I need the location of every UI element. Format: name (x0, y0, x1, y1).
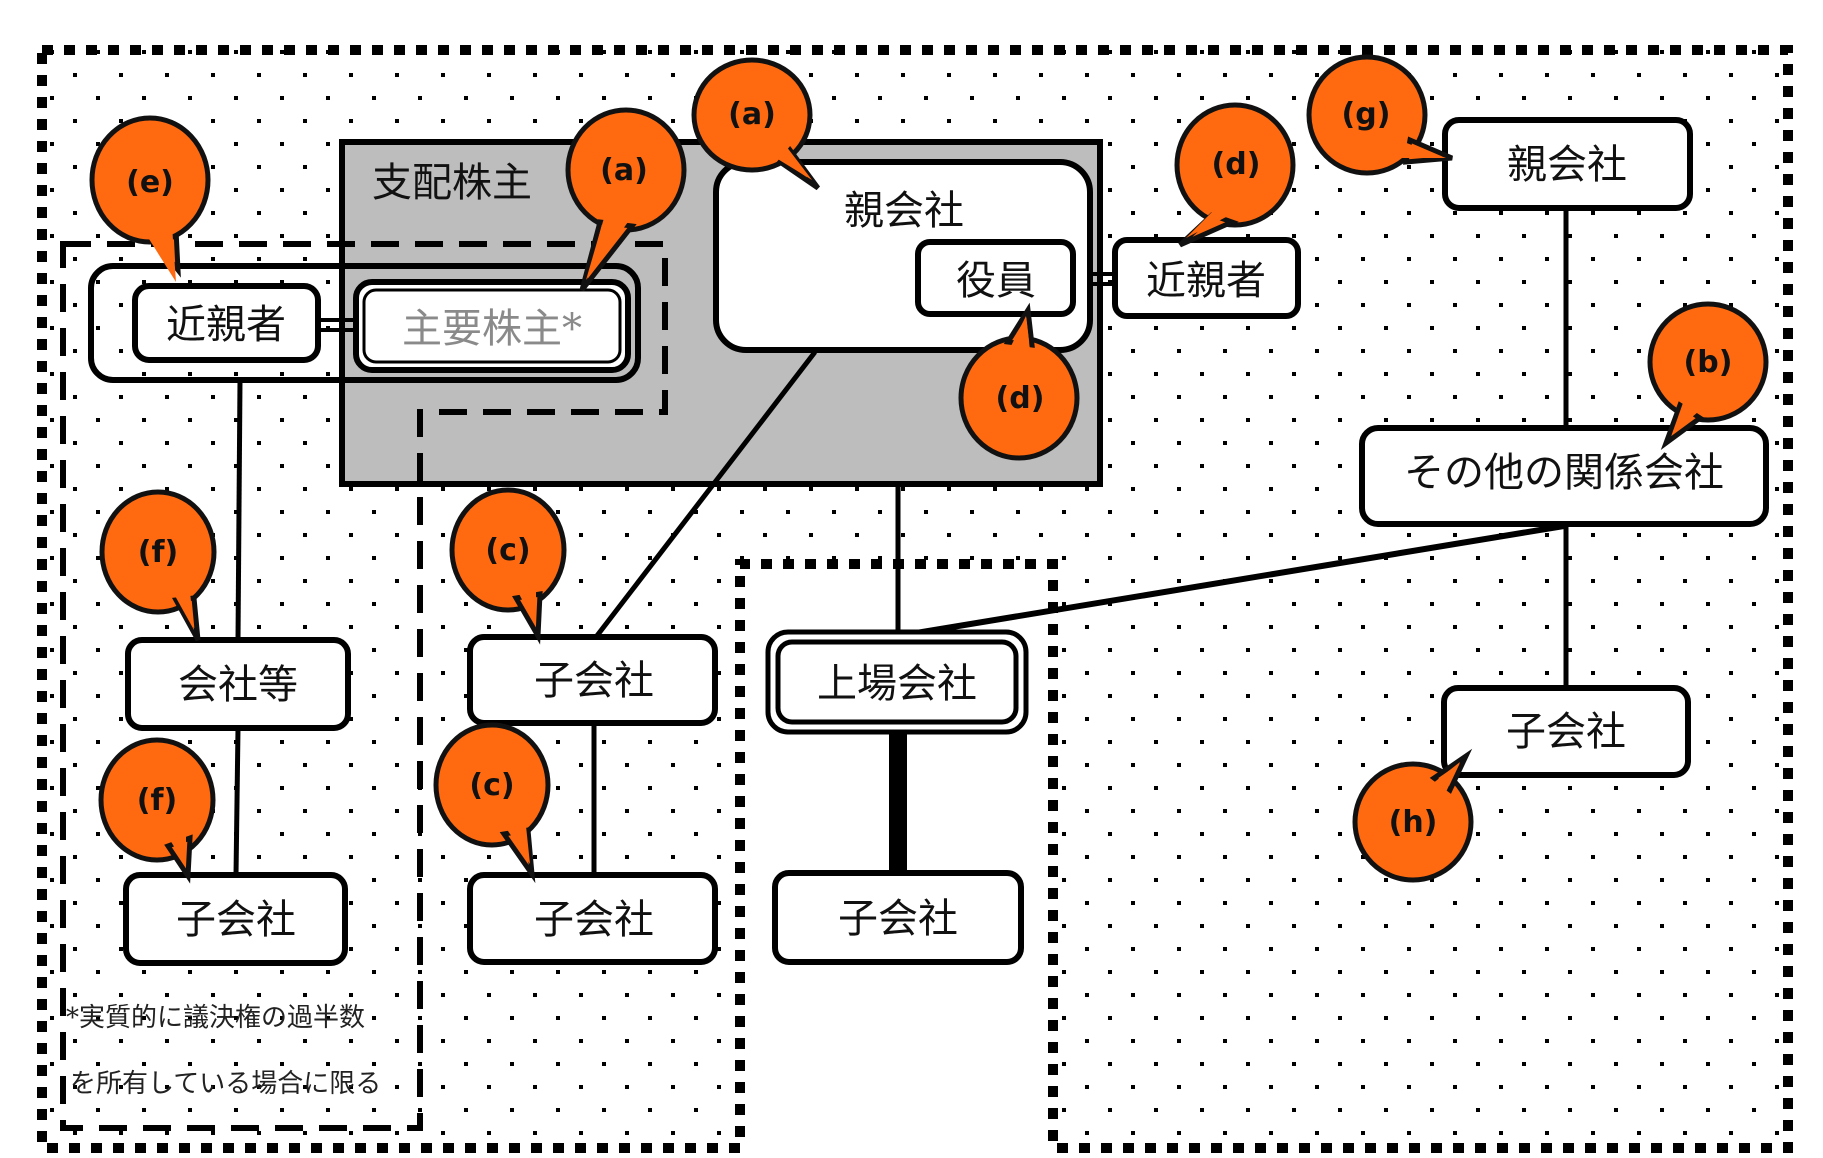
callout-label: (f) (137, 783, 177, 818)
node-major-shareholder[interactable]: 主要株主* (353, 279, 631, 373)
callout-f2: (f) (98, 737, 216, 884)
callout-d2: (d) (958, 302, 1080, 461)
callout-label: (f) (138, 535, 178, 570)
node-close-relative-left[interactable]: 近親者 (132, 283, 321, 363)
callouts: (e) (a) (a) (d) (d) (89, 54, 1769, 884)
individual-group-box (88, 263, 641, 383)
callout-c1: (c) (449, 487, 567, 645)
node-subsidiary-mid-1[interactable]: 子会社 (467, 634, 718, 726)
line-close-relative-to-company-etc (235, 379, 243, 641)
callout-label: (c) (485, 533, 530, 568)
node-label: 近親者 (166, 302, 286, 348)
node-label: 親会社 (1507, 142, 1627, 188)
callout-h: (h) (1352, 748, 1474, 883)
node-listed-company[interactable]: 上場会社 (765, 629, 1029, 735)
callout-label: (b) (1684, 345, 1733, 380)
connectors (233, 208, 1569, 876)
node-label: 主要株主* (402, 306, 582, 352)
node-label: 近親者 (1146, 258, 1266, 304)
node-subsidiary-mid-2[interactable]: 子会社 (467, 872, 718, 965)
callout-f1: (f) (99, 489, 217, 642)
node-label: 子会社 (838, 896, 958, 942)
callout-label: (a) (600, 153, 648, 188)
node-label: 子会社 (1506, 709, 1626, 755)
callout-label: (d) (996, 381, 1045, 416)
callout-e: (e) (89, 115, 211, 282)
callout-g: (g) (1306, 54, 1453, 176)
footnote-line-1: *実質的に議決権の過半数 (66, 1003, 365, 1033)
line-other-affiliate-to-listed (897, 523, 1565, 639)
node-close-relative-right[interactable]: 近親者 (1112, 237, 1301, 319)
callout-a2: (a) (691, 57, 821, 191)
callout-label: (a) (728, 97, 776, 132)
callout-c2: (c) (433, 722, 551, 884)
node-label: 会社等 (178, 662, 298, 708)
node-subsidiary-left[interactable]: 子会社 (123, 872, 348, 966)
callout-label: (d) (1212, 147, 1261, 182)
node-parent-company-right[interactable]: 親会社 (1442, 117, 1693, 211)
node-label: 子会社 (534, 897, 654, 943)
node-label: 役員 (956, 258, 1036, 304)
callout-label: (h) (1389, 805, 1438, 840)
controlling-shareholder-title: 支配株主 (372, 160, 532, 206)
node-label: 親会社 (844, 188, 964, 234)
callout-b: (b) (1647, 301, 1769, 450)
node-officer[interactable]: 役員 (915, 239, 1076, 317)
callout-label: (c) (469, 768, 514, 803)
node-label: 子会社 (176, 897, 296, 943)
callout-a1: (a) (565, 107, 687, 292)
line-company-etc-to-subsidiary (233, 727, 241, 876)
node-label: 子会社 (534, 658, 654, 704)
node-subsidiary-center[interactable]: 子会社 (772, 870, 1024, 965)
node-label: その他の関係会社 (1404, 450, 1724, 496)
node-company-etc[interactable]: 会社等 (125, 637, 351, 731)
callout-label: (e) (126, 165, 174, 200)
footnote-line-2: を所有している場合に限る (70, 1069, 381, 1099)
callout-d1: (d) (1174, 102, 1296, 248)
callout-label: (g) (1342, 97, 1391, 132)
node-other-affiliated-company[interactable]: その他の関係会社 (1359, 425, 1769, 527)
node-subsidiary-right[interactable]: 子会社 (1441, 685, 1691, 778)
left-dashed-region (60, 241, 668, 1131)
line-parent-to-subsidiary-mid (594, 350, 817, 639)
node-label: 上場会社 (817, 661, 977, 707)
